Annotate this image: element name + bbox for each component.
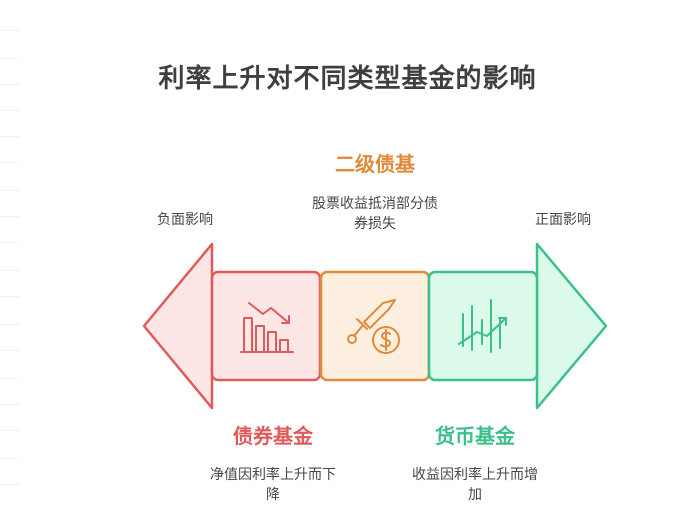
money-fund-desc-line1: 收益因利率上升而增 [412,467,538,483]
secondary-bond-box [319,270,431,382]
secondary-bond-title: 二级债基 [335,152,415,176]
positive-arrow-head [535,242,608,410]
rising-bars-chart-icon [458,299,507,353]
bond-fund-title: 债券基金 [233,424,313,448]
bond-fund-box [210,270,322,382]
money-fund-title: 货币基金 [435,424,515,448]
sword-dollar-coin-icon [347,299,400,354]
left-edge-guides [0,0,24,516]
secondary-bond-desc-line1: 股票收益抵消部分债 [312,196,438,212]
bond-fund-desc-line2: 降 [266,487,280,503]
secondary-bond-desc-line2: 券损失 [354,216,396,232]
negative-impact-label: 负面影响 [157,212,213,228]
declining-bar-chart-icon [240,302,294,353]
negative-arrow-head [142,242,214,410]
money-fund-desc-line2: 加 [468,487,482,503]
positive-impact-label: 正面影响 [535,212,591,228]
bond-fund-desc-line1: 净值因利率上升而下 [210,467,336,483]
page-title: 利率上升对不同类型基金的影响 [158,64,537,94]
